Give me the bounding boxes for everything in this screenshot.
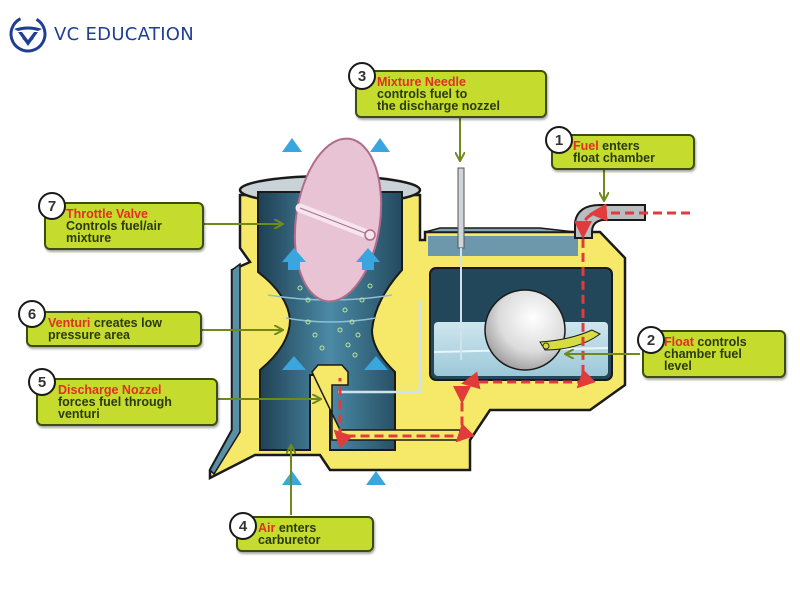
callout-keyword: Throttle Valve xyxy=(66,207,148,221)
step-badge-3: 3 xyxy=(348,62,376,90)
callout-text: float chamber xyxy=(573,151,655,165)
brand-name: VC EDUCATION xyxy=(54,23,195,45)
callout-text: level xyxy=(664,359,692,373)
callout-text: mixture xyxy=(66,231,112,245)
callout-keyword: Venturi xyxy=(48,316,91,330)
callout-text: controls fuel to xyxy=(377,87,468,101)
air-arrow-icon xyxy=(282,248,306,270)
step-badge-1: 1 xyxy=(545,126,573,154)
callout-throttle-valve: Throttle Valve Controls fuel/air mixture xyxy=(44,202,204,250)
air-arrow-icon xyxy=(282,356,306,370)
air-arrow-icon xyxy=(364,356,388,370)
step-badge-5: 5 xyxy=(28,368,56,396)
callout-keyword: Mixture Needle xyxy=(377,75,466,89)
fuel-inlet-pipe xyxy=(574,204,646,239)
air-arrow-icon xyxy=(282,138,302,152)
callout-text: carburetor xyxy=(258,533,321,547)
callout-text: Controls fuel/air xyxy=(66,219,162,233)
step-badge-4: 4 xyxy=(229,512,257,540)
callout-text: forces fuel through xyxy=(58,395,172,409)
callout-keyword: Discharge Nozzel xyxy=(58,383,162,397)
callout-discharge-nozzle: Discharge Nozzel forces fuel through ven… xyxy=(36,378,218,426)
air-arrow-icon xyxy=(356,248,380,270)
callout-text: controls xyxy=(693,335,747,349)
callout-keyword: Air xyxy=(258,521,276,535)
callout-text: chamber fuel xyxy=(664,347,742,361)
air-arrow-icon xyxy=(366,471,386,485)
callout-venturi: Venturi creates low pressure area xyxy=(26,311,202,347)
callout-text: enters xyxy=(598,139,640,153)
callout-keyword: Fuel xyxy=(573,139,599,153)
callout-text: venturi xyxy=(58,407,100,421)
air-flow-arrows xyxy=(282,138,390,485)
step-badge-2: 2 xyxy=(637,326,665,354)
leader-lines xyxy=(196,116,640,515)
callout-text: pressure area xyxy=(48,328,131,342)
step-badge-6: 6 xyxy=(18,300,46,328)
winged-v-emblem-icon xyxy=(9,15,47,53)
brand-logo: VC EDUCATION xyxy=(8,14,194,54)
step-badge-7: 7 xyxy=(38,192,66,220)
callout-air: Air enters carburetor xyxy=(236,516,374,552)
callout-text: creates low xyxy=(90,316,162,330)
callout-keyword: Float xyxy=(664,335,694,349)
fuel-flow-path xyxy=(333,203,690,449)
air-arrow-icon xyxy=(370,138,390,152)
callout-float: Float controls chamber fuel level xyxy=(642,330,786,378)
callout-text: enters xyxy=(275,521,317,535)
callout-text: the discharge nozzel xyxy=(377,99,500,113)
callout-mixture-needle: Mixture Needle controls fuel to the disc… xyxy=(355,70,547,118)
